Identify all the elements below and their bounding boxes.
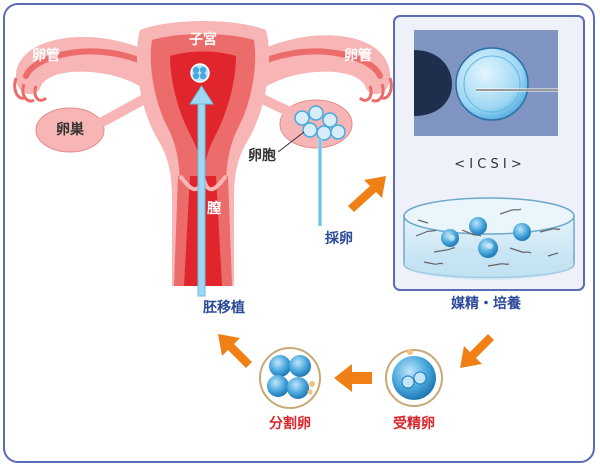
transfer-arrow bbox=[189, 85, 214, 297]
vagina-label: 膣 bbox=[207, 200, 221, 217]
arrow-fertilized-to-cleaved bbox=[334, 364, 372, 392]
oocyte-label: 卵胞 bbox=[248, 147, 276, 164]
icsi-label: < I C S I > bbox=[454, 157, 521, 172]
ovary-left bbox=[35, 107, 105, 153]
cleaved-egg-label: 分割卵 bbox=[269, 415, 311, 432]
arrow-lab-to-fertilized bbox=[460, 334, 494, 368]
arrow-cleaved-to-transfer bbox=[218, 334, 252, 368]
insemination-culture-label: 媒精・培養 bbox=[450, 295, 521, 312]
embryo-transfer-label: 胚移植 bbox=[203, 299, 245, 316]
fertilized-egg-label: 受精卵 bbox=[393, 415, 435, 432]
arrow-retrieval-to-lab bbox=[348, 176, 386, 212]
egg-retrieval-label: 採卵 bbox=[325, 230, 353, 247]
cleaved-egg bbox=[259, 347, 321, 409]
oviduct-left bbox=[15, 36, 168, 100]
implanted-embryo bbox=[190, 63, 210, 83]
uterus-label: 子宮 bbox=[189, 31, 217, 48]
icsi-image bbox=[414, 30, 558, 136]
culture-dish bbox=[403, 197, 575, 280]
fertilized-egg bbox=[385, 349, 443, 407]
ovary-label: 卵巣 bbox=[56, 121, 85, 138]
oviduct-right-label: 卵管 bbox=[344, 47, 372, 64]
oviduct-right bbox=[238, 35, 391, 100]
follicles bbox=[294, 105, 346, 141]
flow-arrows bbox=[218, 176, 494, 392]
oviduct-left-label: 卵管 bbox=[32, 47, 60, 64]
